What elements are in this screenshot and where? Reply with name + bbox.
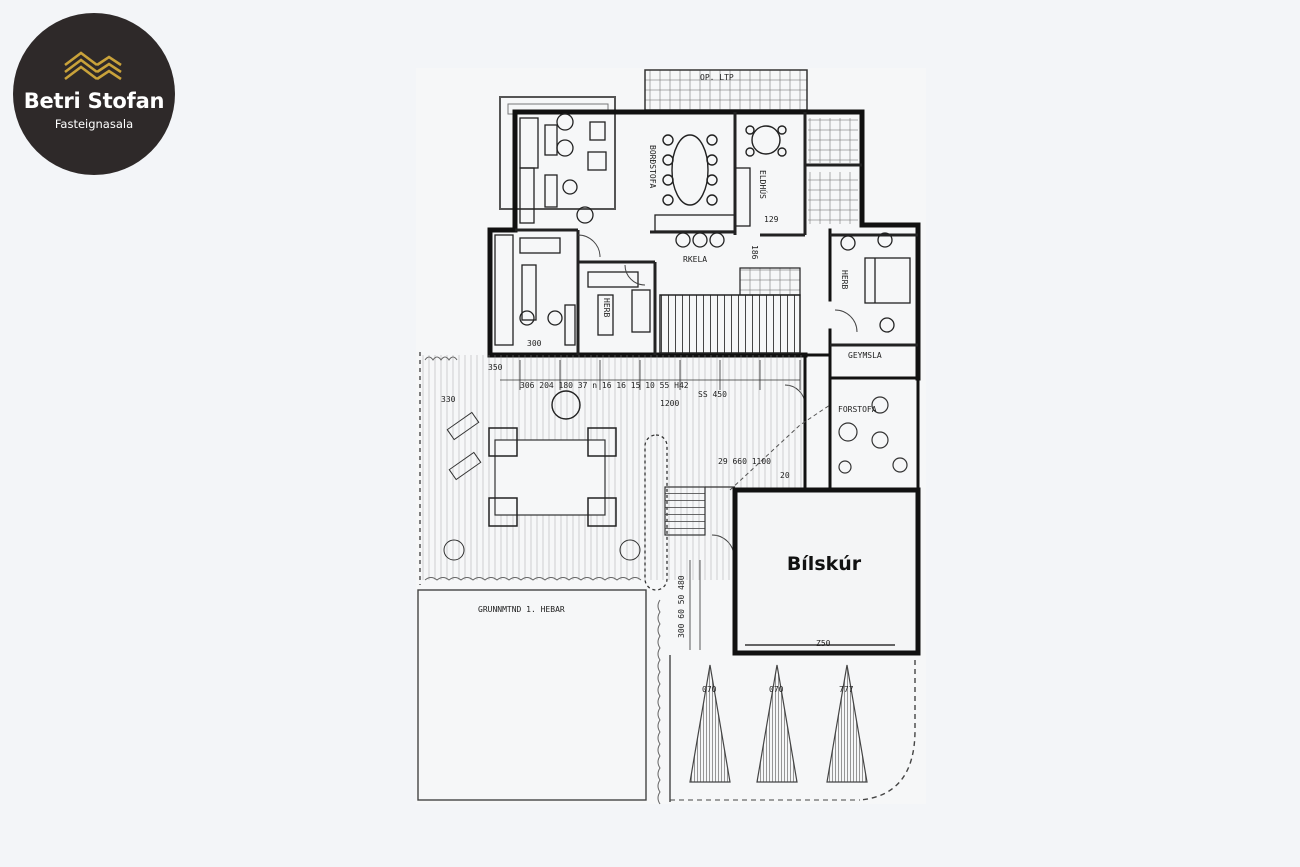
dim-row: 306 204 180 37 n 16 16 15 10 55 H42: [520, 381, 689, 390]
garage-label: Bílskúr: [787, 553, 862, 575]
brand-name: Betri Stofan: [23, 89, 165, 113]
office-label: HERB: [602, 298, 611, 317]
dim-side: 300 60 50 480: [677, 575, 686, 638]
dim-total: 1200: [660, 399, 679, 408]
dim-20: 20: [780, 471, 790, 480]
brand-logo: Betri Stofan Fasteignasala: [13, 13, 175, 175]
cone-dim-3: 777: [839, 685, 854, 694]
left-room-furniture: [494, 234, 651, 346]
dim-300: 300: [527, 339, 542, 348]
hedges: [424, 356, 661, 805]
balcony-label: OP. LTP: [700, 73, 734, 82]
kitchen-label: ELDHÚS: [758, 170, 769, 199]
cone-dim-2: 070: [769, 685, 784, 694]
storage-label: GEYMSLA: [848, 351, 882, 360]
brand-tagline: Fasteignasala: [54, 117, 134, 131]
dim-350: 350: [488, 363, 503, 372]
front-steps: [664, 486, 706, 536]
cone-dim-1: 070: [702, 685, 717, 694]
dim-1100: 29 660 1100: [718, 457, 771, 466]
living-furniture: [519, 113, 751, 248]
entrance-label: FORSTOFA: [838, 405, 877, 414]
dim-186: 186: [750, 245, 759, 260]
driveway: [669, 655, 916, 802]
garage: Bílskúr: [732, 487, 921, 656]
hall-label: RKELA: [683, 255, 707, 264]
dim-129: 129: [764, 215, 779, 224]
dim-330: 330: [441, 395, 456, 404]
round-table: [745, 125, 787, 157]
central-stair: [659, 294, 801, 354]
ground-floor-area: [417, 589, 647, 801]
bedroom-furniture: [840, 232, 911, 333]
balcony: OP. LTP: [644, 69, 808, 111]
bedroom-label: HERB: [840, 270, 849, 289]
dim-stair: SS 450: [698, 390, 727, 399]
dining-table: [662, 134, 718, 206]
building-roofs-icon: [64, 51, 122, 81]
living-label: BORÐSTOFA: [648, 145, 657, 189]
kitchen-tiles: [808, 118, 858, 163]
dim-garage-width: Z50: [816, 639, 831, 648]
ground-floor-label: GRUNNMTND 1. HEBAR: [478, 605, 565, 614]
left-balcony: [499, 96, 616, 210]
